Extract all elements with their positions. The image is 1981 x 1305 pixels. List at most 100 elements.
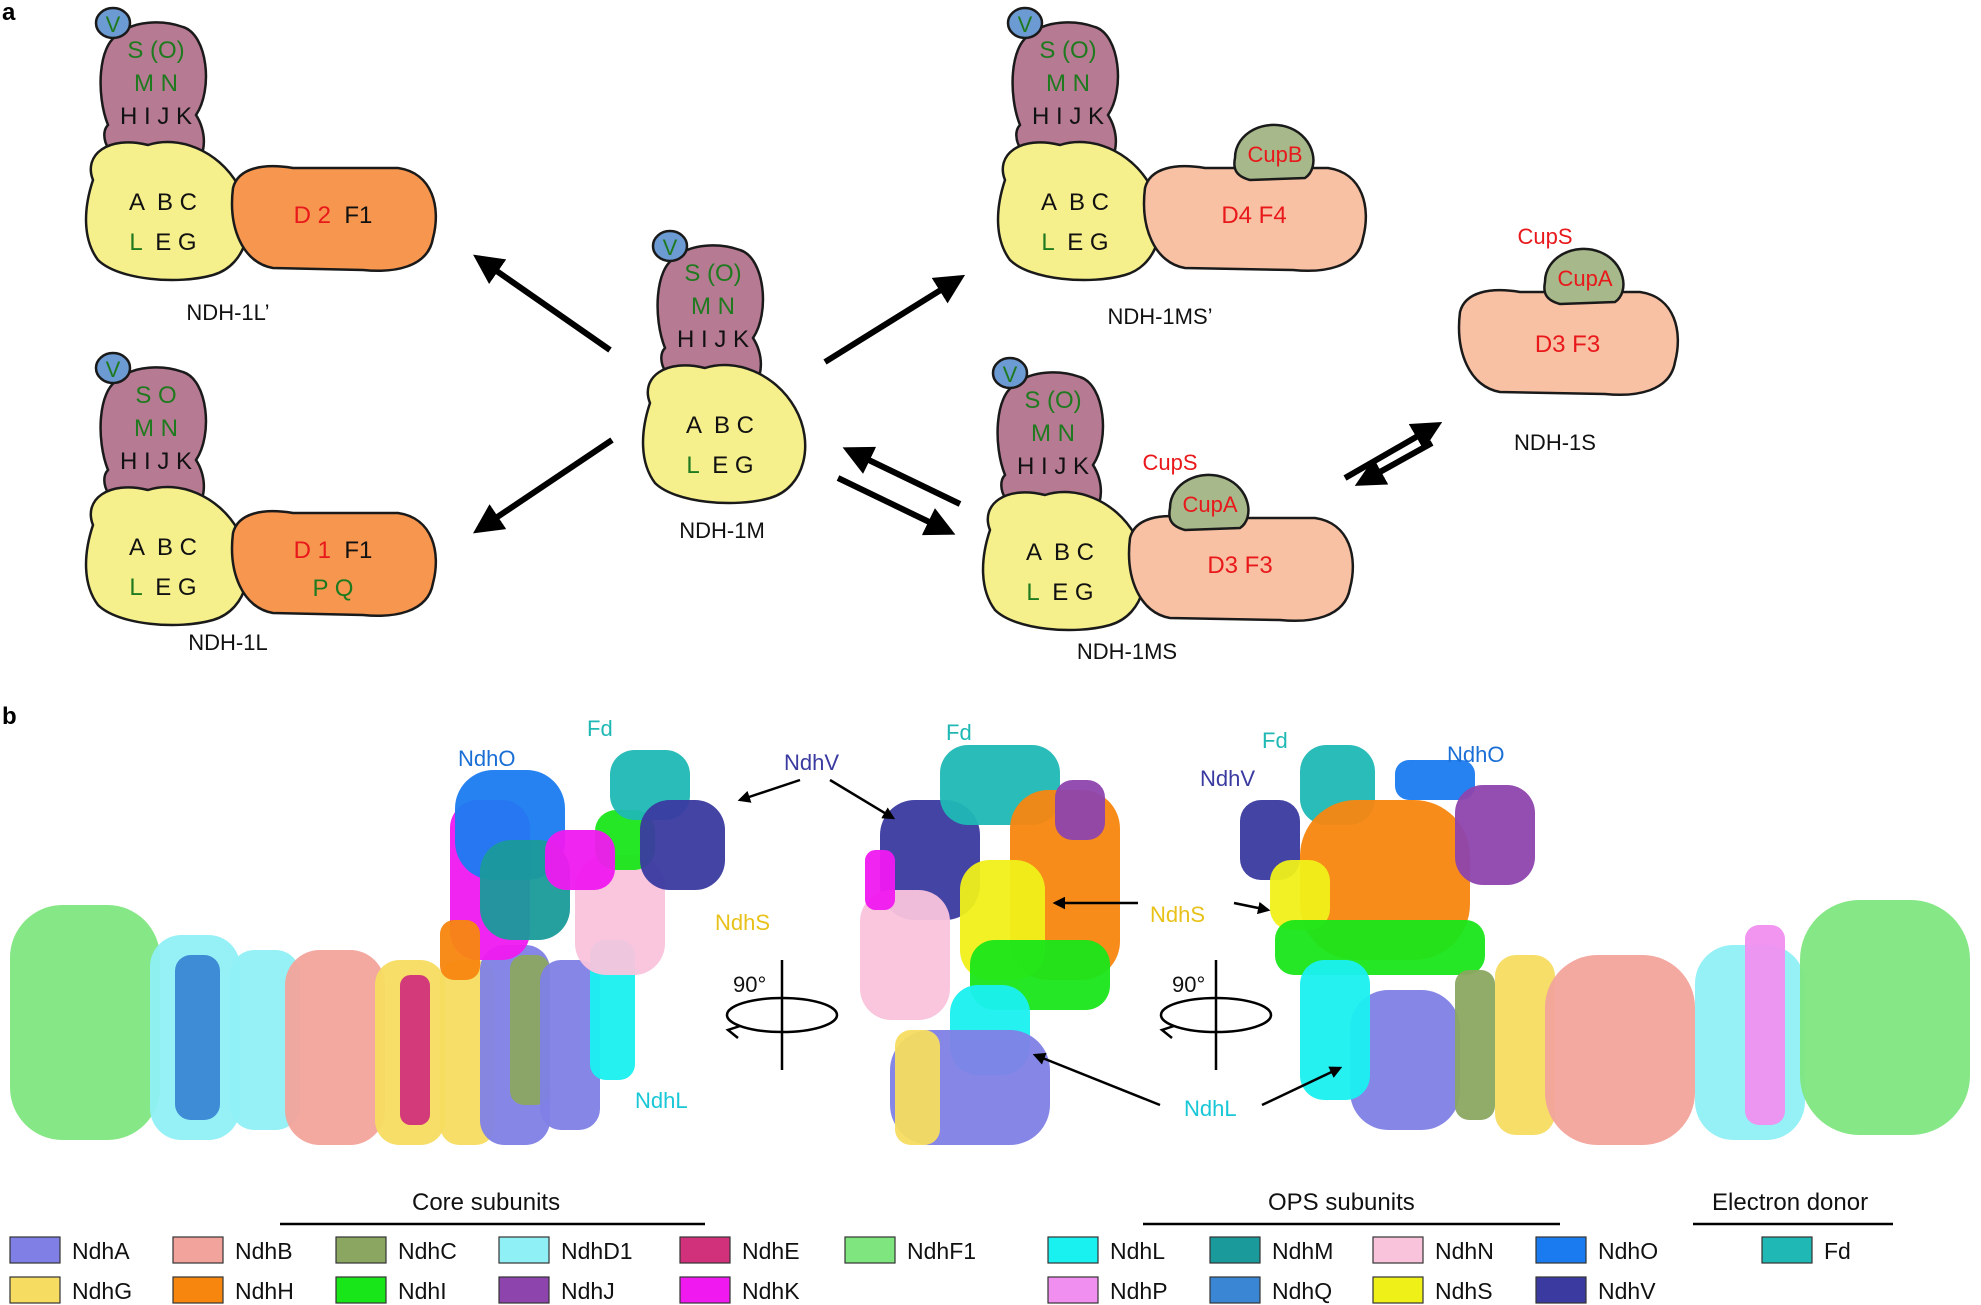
legend-ndhs-swatch bbox=[1372, 1276, 1424, 1304]
hydrophilic-arm bbox=[99, 21, 208, 167]
membrane-subunits: A B C bbox=[1026, 539, 1094, 566]
label-ndhV-right: NdhV bbox=[1200, 766, 1255, 791]
legend-ndhi-label: NdhI bbox=[398, 1278, 447, 1304]
density-ndhA2-left bbox=[540, 960, 600, 1130]
peripheral-subunits: D4 F4 bbox=[1221, 202, 1286, 229]
density-ndhB-right bbox=[1545, 955, 1695, 1145]
membrane-subunits: A B C bbox=[686, 412, 754, 439]
cupS-label: CupS bbox=[1517, 224, 1572, 249]
membrane-subunits: L E G bbox=[1041, 229, 1108, 256]
ndhV-letter: V bbox=[106, 357, 121, 382]
membrane-subunits-part: A B C bbox=[1041, 189, 1109, 216]
membrane-subunits-part: L bbox=[1026, 579, 1039, 606]
hydro-subunits: S (O) bbox=[127, 37, 184, 64]
density-ndhE-left bbox=[400, 975, 430, 1125]
density-ndhJ-right bbox=[1455, 785, 1535, 885]
arrow-to-ndh1l-prime bbox=[473, 254, 612, 353]
hydro-subunits: S (O) bbox=[684, 260, 741, 287]
legend-ndho-swatch bbox=[1535, 1236, 1587, 1264]
legend-donor-title: Electron donor bbox=[1712, 1189, 1868, 1216]
arrow-to-ndh1l bbox=[473, 437, 614, 534]
legend-ndhk-label: NdhK bbox=[742, 1278, 800, 1304]
complex-ndh1ms_prime: VS (O)M NH I J KA B CL E GD4 F4CupBNDH-1… bbox=[996, 6, 1368, 329]
hydro-subunits: S O bbox=[135, 382, 176, 409]
legend-ndhf1-swatch bbox=[844, 1236, 896, 1264]
complex-caption: NDH-1L bbox=[188, 630, 267, 655]
peripheral-subunits: D3 F3 bbox=[1207, 552, 1272, 579]
hydro-subunits: M N bbox=[134, 70, 178, 97]
legend-ndhe-swatch bbox=[679, 1236, 731, 1264]
membrane-subunits: A B C bbox=[129, 534, 197, 561]
peripheral-module bbox=[1142, 164, 1368, 272]
peripheral-subunits: D3 F3 bbox=[1535, 331, 1600, 358]
membrane-subunits-part: L bbox=[686, 452, 699, 479]
hydro-subunits: M N bbox=[134, 415, 178, 442]
label-fd-right: Fd bbox=[1262, 728, 1288, 753]
ndhV-letter: V bbox=[106, 12, 121, 37]
hydro-subunits-part: S O bbox=[135, 382, 176, 409]
legend-ndhs-label: NdhS bbox=[1435, 1278, 1493, 1304]
hydrophilic-arm bbox=[99, 366, 208, 512]
legend-ndhg-swatch bbox=[9, 1276, 61, 1304]
legend-ndhh-swatch bbox=[172, 1276, 224, 1304]
cup-label: CupA bbox=[1557, 266, 1612, 291]
density-ndhJ-center bbox=[1055, 780, 1105, 840]
label-ndhL-center: NdhL bbox=[1184, 1096, 1237, 1121]
membrane-subunits-part: E G bbox=[142, 229, 197, 256]
legend-ndhv-swatch bbox=[1535, 1276, 1587, 1304]
complex-ndh1ms: VS (O)M NH I J KA B CL E GD3 F3CupACupSN… bbox=[981, 356, 1355, 664]
hydro-subunits: M N bbox=[1046, 70, 1090, 97]
label-ndhV-center: NdhV bbox=[784, 750, 839, 775]
density-ndhV-left bbox=[640, 800, 725, 890]
hydro-subunits-part: S (O) bbox=[1039, 37, 1096, 64]
membrane-subunits-part: A B C bbox=[129, 534, 197, 561]
peripheral-subunits-part: F1 bbox=[331, 537, 372, 564]
ndhV-letter: V bbox=[1003, 362, 1018, 387]
legend-fd-swatch bbox=[1761, 1236, 1813, 1264]
density-ndhG-right bbox=[1495, 955, 1555, 1135]
pointer-ndhL-center bbox=[1032, 1052, 1161, 1107]
hydro-subunits-part: S (O) bbox=[1024, 387, 1081, 414]
hydro-subunits: M N bbox=[691, 293, 735, 320]
density-ndhC-right bbox=[1455, 970, 1495, 1120]
peripheral-module bbox=[230, 509, 438, 617]
legend-ndhd1-swatch bbox=[498, 1236, 550, 1264]
peripheral-subunits-part: F1 bbox=[331, 202, 372, 229]
rotation-label-left: 90° bbox=[733, 972, 766, 997]
label-ndhS-left: NdhS bbox=[715, 910, 770, 935]
density-ndhN-center bbox=[860, 890, 950, 1020]
legend-ndhd1-label: NdhD1 bbox=[561, 1238, 633, 1264]
legend-ndhq-swatch bbox=[1209, 1276, 1261, 1304]
membrane-subunits: A B C bbox=[1041, 189, 1109, 216]
peripheral-subunits-part: D4 F4 bbox=[1221, 202, 1286, 229]
density-ndhD1b-left bbox=[230, 950, 300, 1130]
density-ndhI-right bbox=[1275, 920, 1485, 975]
membrane-subunits-part: L bbox=[129, 229, 142, 256]
ndhV-bubble bbox=[651, 229, 689, 263]
label-ndhL-left: NdhL bbox=[635, 1088, 688, 1113]
legend-ndhn-swatch bbox=[1372, 1236, 1424, 1264]
membrane-subunits-part: A B C bbox=[1026, 539, 1094, 566]
complex-caption: NDH-1L’ bbox=[186, 300, 269, 325]
legend-ndha-label: NdhA bbox=[72, 1238, 130, 1264]
density-ndhG-center bbox=[895, 1030, 940, 1145]
arrow-to-ndh1ms-prime bbox=[823, 274, 966, 365]
density-ndhF1-right bbox=[1800, 900, 1970, 1135]
membrane-subunits-part: E G bbox=[1054, 229, 1109, 256]
peripheral-subunits-part: D 1 bbox=[294, 537, 331, 564]
density-ndhK2-left bbox=[545, 830, 615, 890]
density-ndhQ-left bbox=[175, 955, 220, 1120]
legend-ndhl-label: NdhL bbox=[1110, 1238, 1165, 1264]
rotation-symbol-left bbox=[725, 960, 839, 1070]
ndhV-letter: V bbox=[1018, 12, 1033, 37]
peripheral-subunits-part: D3 F3 bbox=[1207, 552, 1272, 579]
panel-a-label: a bbox=[2, 0, 16, 26]
density-ndhB-left bbox=[285, 950, 385, 1145]
hydro-subunits: M N bbox=[1031, 420, 1075, 447]
hydro-subunits-part: S (O) bbox=[684, 260, 741, 287]
hydrophilic-arm bbox=[996, 371, 1105, 517]
legend-ndhf1-label: NdhF1 bbox=[907, 1238, 976, 1264]
